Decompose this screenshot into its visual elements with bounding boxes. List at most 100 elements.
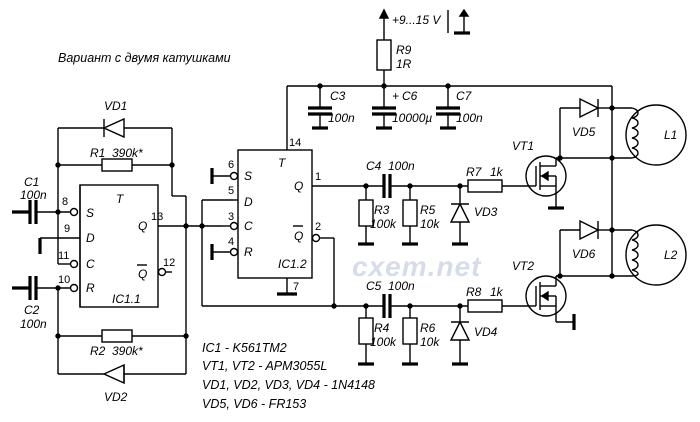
ic11-pin-qbar: Q xyxy=(138,267,147,281)
r1-value: 390k* xyxy=(112,146,143,160)
ic11-pin-q: Q xyxy=(138,219,147,233)
ic11-pn-11: 11 xyxy=(58,250,69,262)
note-vd5-6: VD5, VD6 - FR153 xyxy=(202,397,306,411)
r8-ref: R8 xyxy=(466,285,482,299)
vd5-ref: VD5 xyxy=(572,125,596,139)
capacitor-c4 xyxy=(366,174,468,198)
ic12-pin-q: Q xyxy=(294,179,303,193)
capacitor-c6 xyxy=(372,86,396,130)
resistor-r7 xyxy=(467,179,530,193)
ic11-pn-13: 13 xyxy=(151,211,163,223)
r9-value: 1R xyxy=(396,57,412,71)
resistor-r4 xyxy=(358,306,374,366)
r9-ref: R9 xyxy=(396,43,412,57)
resistor-r8 xyxy=(467,299,530,313)
vd2-ref: VD2 xyxy=(104,390,128,404)
c1-value: 100n xyxy=(20,188,47,202)
ic11-pin-d: D xyxy=(86,231,95,245)
resistor-r1 xyxy=(58,158,172,172)
ic11-pn-8: 8 xyxy=(62,196,68,208)
ic11-pin-s: S xyxy=(86,206,94,220)
ic11-pin-r: R xyxy=(86,281,95,295)
c4-value: 100n xyxy=(388,159,415,173)
ic12-pn-5: 5 xyxy=(228,185,234,197)
watermark: cxem.net xyxy=(352,251,482,282)
ic11-pn-10: 10 xyxy=(58,274,70,286)
c1-ref: C1 xyxy=(24,175,39,189)
ic11-type: T xyxy=(116,192,125,206)
ic11-pin-c: C xyxy=(86,257,95,271)
c7-ref: C7 xyxy=(456,89,473,103)
ic12-pin-d: D xyxy=(244,195,253,209)
r5-ref: R5 xyxy=(420,203,436,217)
supply-label: +9...15 V xyxy=(392,13,441,27)
r1-ref: R1 xyxy=(90,146,105,160)
r3-ref: R3 xyxy=(374,203,390,217)
mosfet-vt2 xyxy=(525,275,612,330)
r5-value: 10k xyxy=(420,217,440,231)
capacitor-c7 xyxy=(436,86,460,130)
supply-terminal xyxy=(378,8,470,40)
ic11-pn-9: 9 xyxy=(64,223,70,235)
resistor-r9 xyxy=(376,39,392,86)
ic1-1-flipflop xyxy=(79,184,159,308)
schematic-title: Вариант с двумя катушками xyxy=(58,51,231,65)
l2-ref: L2 xyxy=(664,248,678,262)
vd1-ref: VD1 xyxy=(104,99,127,113)
c4-ref: C4 xyxy=(366,159,382,173)
r4-ref: R4 xyxy=(374,321,390,335)
r6-value: 10k xyxy=(420,335,440,349)
ic12-pn-14: 14 xyxy=(289,137,301,149)
diode-vd4 xyxy=(449,306,471,366)
resistor-r3 xyxy=(358,186,374,246)
ic12-type: T xyxy=(278,156,287,170)
r7-ref: R7 xyxy=(466,165,483,179)
ic11-ref: IC1.1 xyxy=(112,292,141,306)
c5-value: 100n xyxy=(388,279,415,293)
diode-vd2 xyxy=(58,363,186,385)
mosfet-vt1 xyxy=(525,155,612,210)
ic12-pin-r: R xyxy=(244,245,253,259)
r2-ref: R2 xyxy=(90,344,106,358)
ic1-2-flipflop xyxy=(237,149,313,296)
r3-value: 100k xyxy=(370,217,397,231)
ic12-pn-2: 2 xyxy=(315,221,321,233)
ic12-pn-3: 3 xyxy=(228,211,234,223)
l1-ref: L1 xyxy=(664,128,677,142)
vt2-ref: VT2 xyxy=(512,259,534,273)
c7-value: 100n xyxy=(456,111,483,125)
vt1-ref: VT1 xyxy=(512,139,534,153)
r4-value: 100k xyxy=(370,335,397,349)
ic12-pn-4: 4 xyxy=(228,236,234,248)
diode-vd3 xyxy=(449,186,471,246)
c3-ref: C3 xyxy=(330,89,346,103)
vd4-ref: VD4 xyxy=(474,325,498,339)
capacitor-c1 xyxy=(12,200,70,224)
ic12-ref: IC1.2 xyxy=(278,257,307,271)
vd3-ref: VD3 xyxy=(474,205,498,219)
ic12-pin-c: C xyxy=(244,219,253,233)
c6-value: 10000µ xyxy=(392,111,432,125)
ic12-pn-6: 6 xyxy=(228,159,234,171)
note-ic1: IC1 - K561TM2 xyxy=(202,341,287,355)
ic12-pn-1: 1 xyxy=(315,171,321,183)
coil-l1 xyxy=(612,104,687,166)
note-vd1-4: VD1, VD2, VD3, VD4 - 1N4148 xyxy=(202,378,375,392)
r2-value: 390k* xyxy=(112,344,143,358)
c3-value: 100n xyxy=(328,111,355,125)
resistor-r5 xyxy=(402,186,418,246)
note-vt: VT1, VT2 - APM3055L xyxy=(202,359,327,373)
capacitor-c2 xyxy=(12,276,38,300)
c2-ref: C2 xyxy=(24,303,40,317)
c5-ref: C5 xyxy=(366,279,382,293)
c2-value: 100n xyxy=(20,317,47,331)
diode-vd1 xyxy=(58,117,172,139)
capacitor-c3 xyxy=(308,86,332,130)
c6-polarity: + xyxy=(392,89,399,103)
resistor-r2 xyxy=(58,329,186,343)
capacitor-c5 xyxy=(366,294,468,318)
diode-vd6 xyxy=(559,219,612,276)
resistor-r6 xyxy=(402,306,418,366)
coil-l2 xyxy=(612,224,687,286)
